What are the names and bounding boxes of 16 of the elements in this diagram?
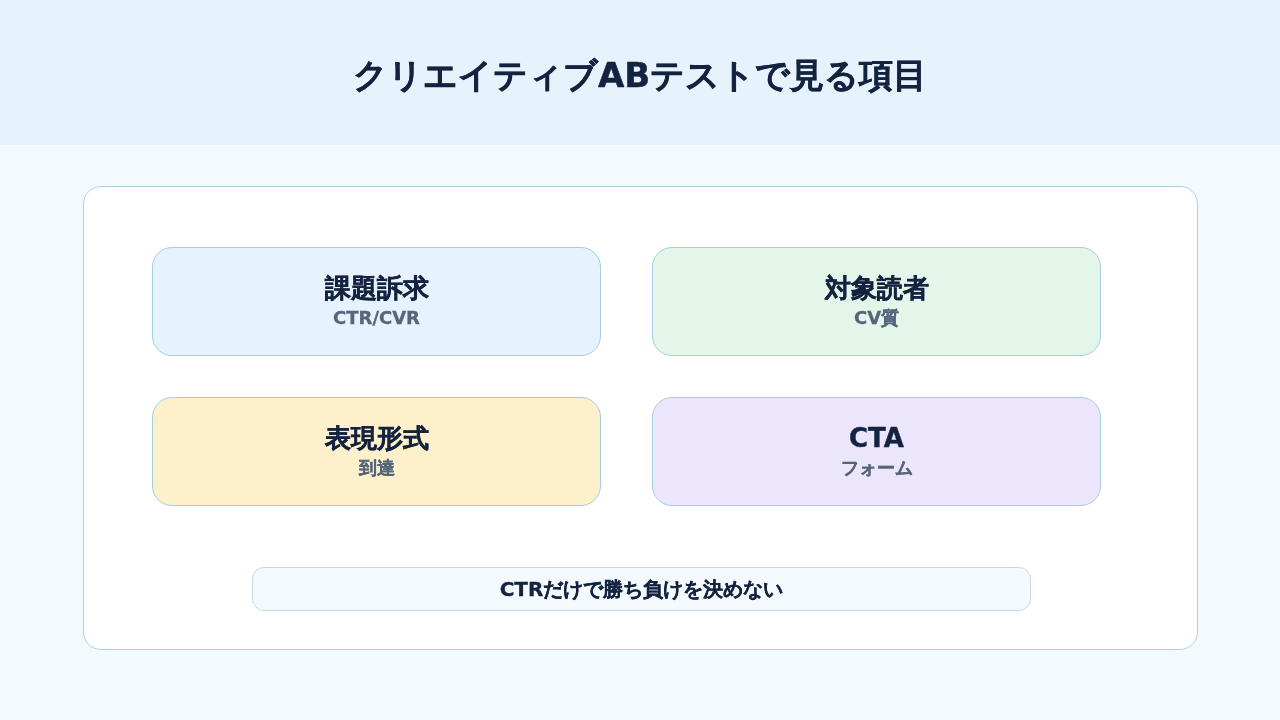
rounded-box (652, 247, 1101, 356)
rounded-box (652, 397, 1101, 506)
rounded-box (152, 247, 601, 356)
note-text: CTRだけで勝ち負けを決めない (499, 576, 784, 603)
card-subtext: CV質 (853, 306, 900, 330)
card-heading: 表現形式 (324, 422, 429, 455)
card-subtext: 到達 (358, 456, 395, 480)
title: クリエイティブABテストで見る項目 (351, 54, 929, 97)
card-heading: 課題訴求 (324, 272, 429, 305)
panel (83, 186, 1198, 650)
rounded-box (152, 397, 601, 506)
card-heading: CTA (849, 422, 904, 455)
card-subtext: フォーム (840, 456, 913, 480)
note-box (252, 567, 1031, 611)
card-subtext: CTR/CVR (333, 306, 420, 330)
card-heading: 対象読者 (824, 272, 929, 305)
